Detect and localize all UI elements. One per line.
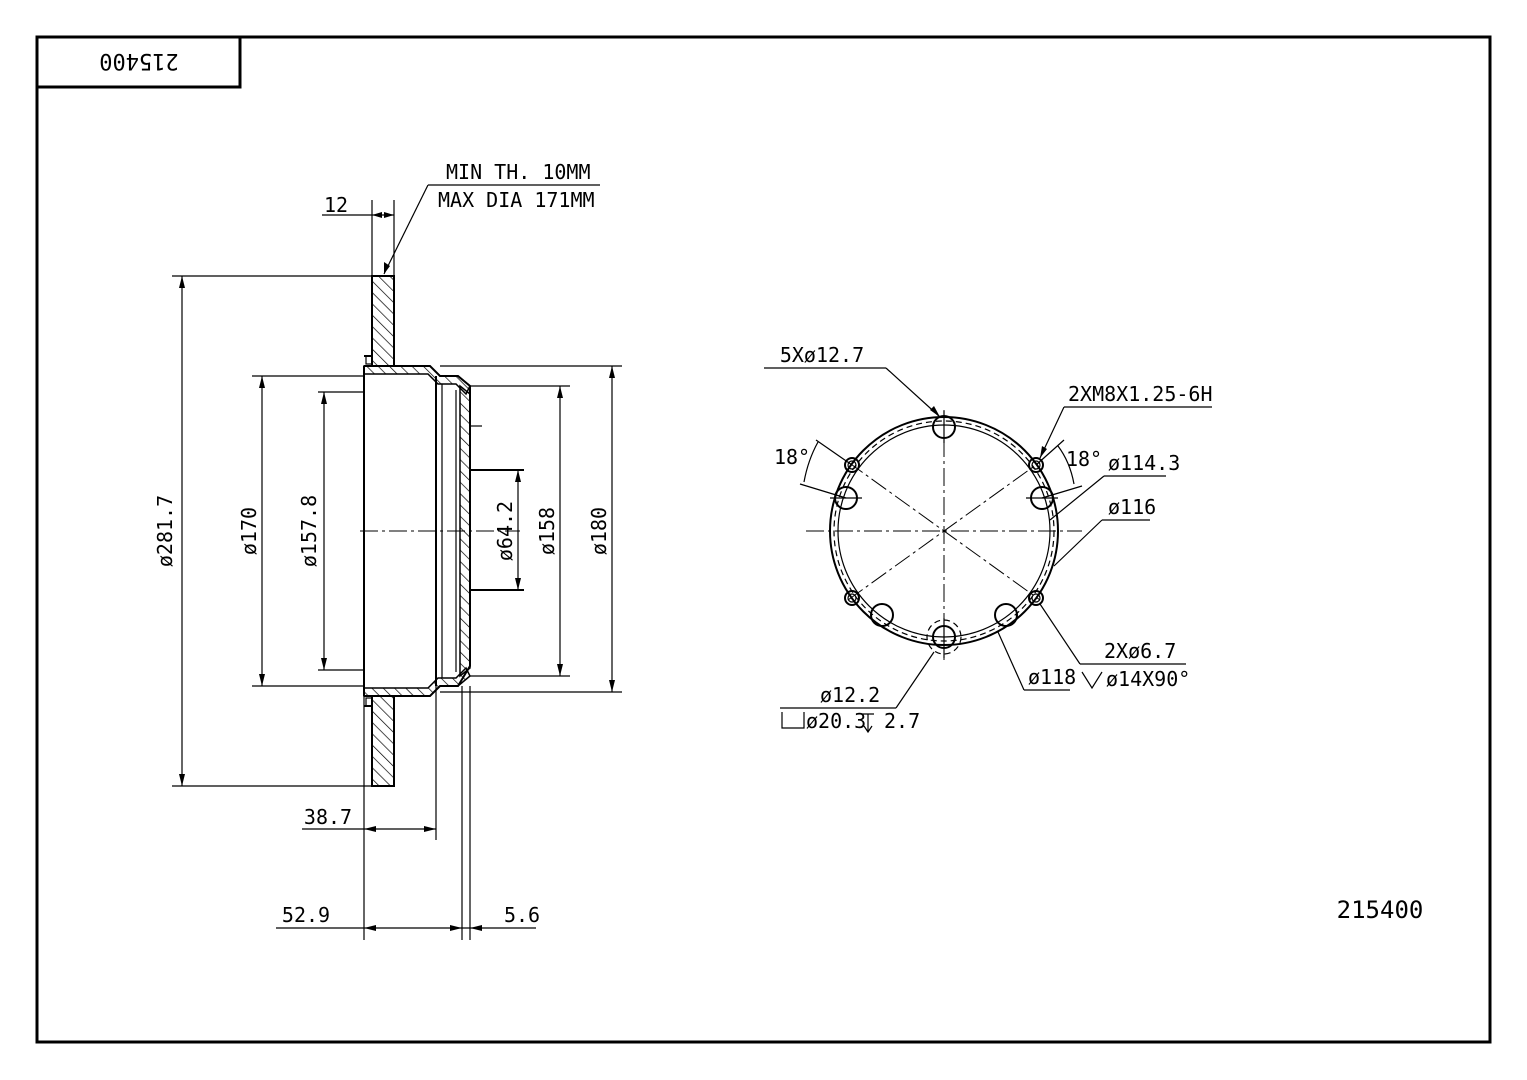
dim-outer-diameter: ø281.7 <box>153 495 177 567</box>
title-box <box>37 37 242 89</box>
bolt-hole <box>994 603 1018 627</box>
bolt-hole <box>870 603 894 627</box>
dim-total-height: 52.9 <box>282 903 330 927</box>
threaded-hole <box>844 457 860 473</box>
dim-offset: 38.7 <box>304 805 352 829</box>
dim-hub-face-diameter: ø158 <box>535 507 559 555</box>
label-countersink: ø14X90° <box>1106 667 1190 691</box>
dim-disc-thickness: 12 <box>324 193 348 217</box>
depth-symbol <box>862 713 874 734</box>
front-view: 5Xø12.7 2XM8X1.25-6H 18° 18° ø114.3 ø116… <box>764 343 1213 734</box>
note-min-thickness: MIN TH. 10MM <box>446 160 591 184</box>
dim-inner-drum-diameter: ø157.8 <box>297 495 321 567</box>
label-circle-118: ø118 <box>1028 665 1076 689</box>
note-max-diameter: MAX DIA 171MM <box>438 188 595 212</box>
counterbore-symbol <box>781 712 805 729</box>
label-bolt-holes: 5Xø12.7 <box>780 343 864 367</box>
label-small-holes: 2Xø6.7 <box>1104 639 1176 663</box>
disc-section-top <box>371 275 395 367</box>
dim-hub-outer-diameter: ø180 <box>587 507 611 555</box>
label-counterbore: ø20.3 <box>806 709 866 733</box>
label-angle-right: 18° <box>1066 447 1102 471</box>
label-angle-left: 18° <box>774 445 810 469</box>
threaded-hole <box>1028 457 1044 473</box>
small-hole <box>844 590 860 606</box>
dim-drum-diameter: ø170 <box>237 507 261 555</box>
countersink-symbol <box>1081 671 1103 690</box>
part-number: 215400 <box>1337 896 1424 924</box>
side-section-view: 12 MIN TH. 10MM MAX DIA 171MM ø281.7 ø17… <box>153 160 622 940</box>
disc-section-bottom <box>371 695 395 787</box>
label-counterbore-depth: 2.7 <box>884 709 920 733</box>
dim-center-bore: ø64.2 <box>493 501 517 561</box>
label-threaded-holes: 2XM8X1.25-6H <box>1068 382 1213 406</box>
label-circle-116: ø116 <box>1108 495 1156 519</box>
label-pcd: ø114.3 <box>1108 451 1180 475</box>
title-box-number: 215400 <box>99 48 178 73</box>
small-hole <box>1028 590 1044 606</box>
label-pin-hole: ø12.2 <box>820 683 880 707</box>
pin-hole-counterbore <box>926 619 962 655</box>
drawing-frame <box>35 35 1492 1044</box>
dim-hub-thickness: 5.6 <box>504 903 540 927</box>
